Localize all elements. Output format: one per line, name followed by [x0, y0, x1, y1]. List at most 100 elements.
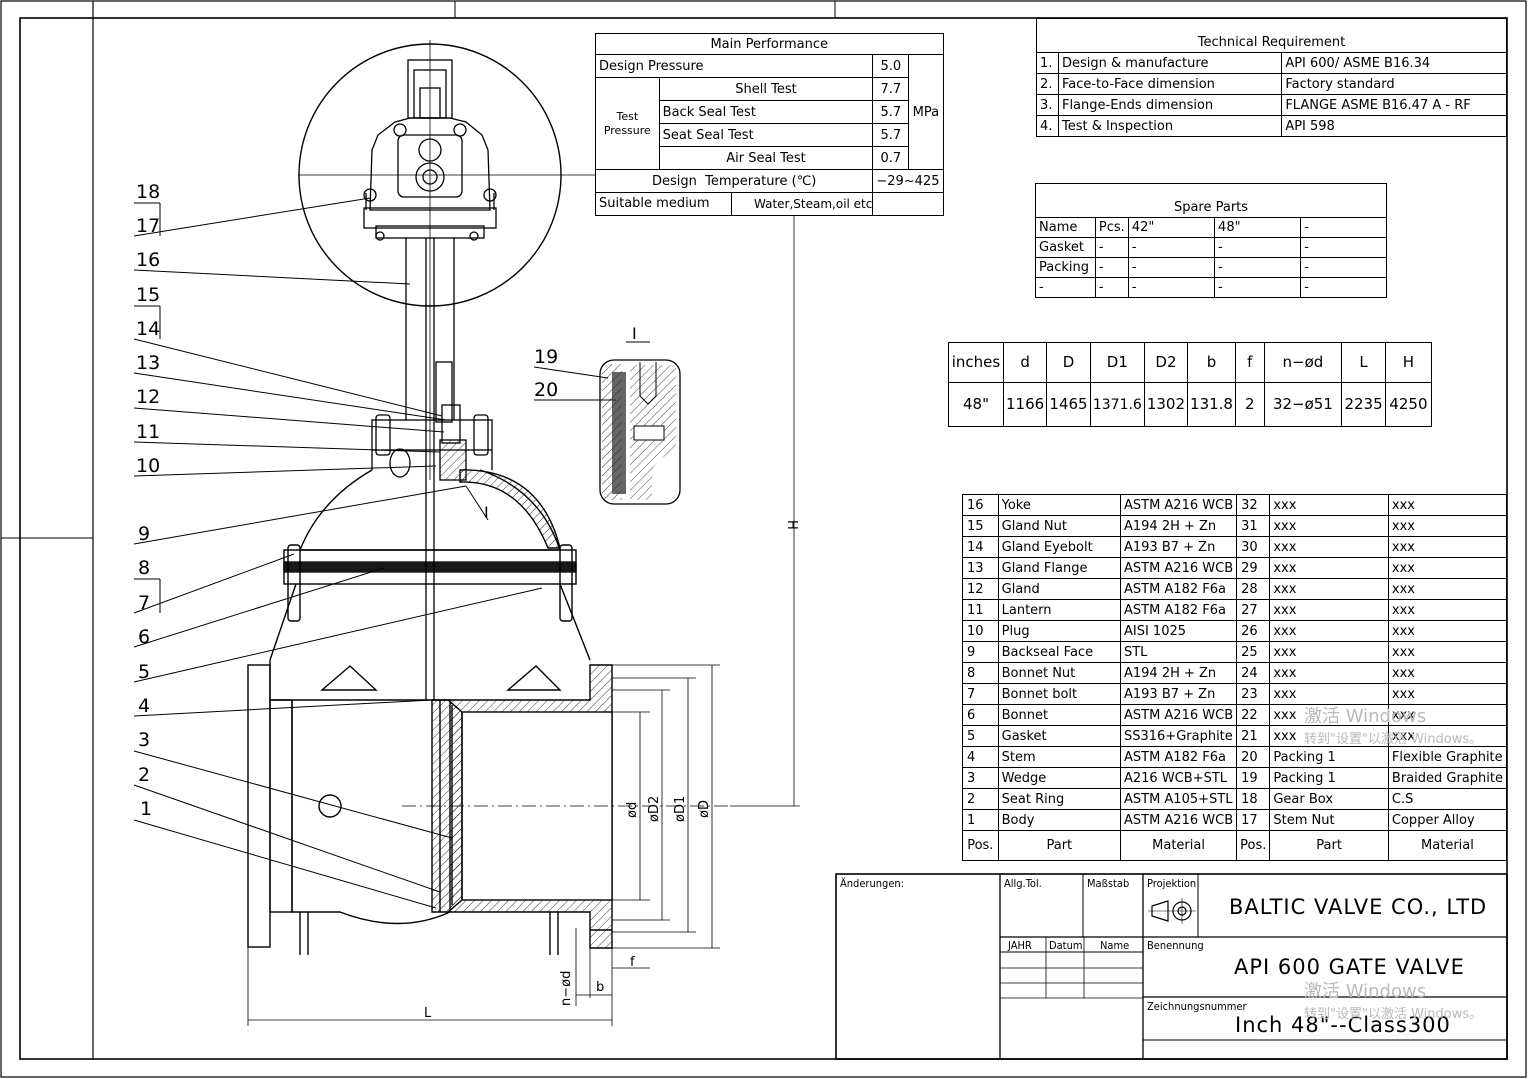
parts-cell-material: ASTM A216 WCB: [1119, 809, 1238, 831]
parts-cell-material: ASTM A182 F6a: [1119, 599, 1238, 621]
back-seal-test-label: Back Seal Test: [658, 100, 874, 124]
parts-cell-pos-2: 27: [1236, 599, 1271, 621]
projection-label: Projektion: [1147, 877, 1197, 890]
parts-cell-pos-2: 24: [1236, 662, 1271, 684]
table-row: Packing----: [1035, 257, 1387, 278]
parts-cell-material: SS316+Graphite: [1119, 725, 1238, 747]
dimension-labels: H L ød øD2 øD1 øD f b n−ød: [424, 520, 799, 1021]
dim-header-D2: D2: [1143, 342, 1189, 383]
dim-header-f: f: [1234, 342, 1265, 383]
balloon-leaders: [133, 197, 616, 909]
section-mark: I: [484, 503, 489, 522]
drawing-number-label: Zeichnungsnummer: [1147, 1000, 1247, 1013]
parts-cell-pos-2: 30: [1236, 536, 1271, 558]
spare-cell: -: [1300, 237, 1387, 258]
name-label: Name: [1100, 939, 1130, 952]
design-temperature-label-1: Design: [651, 173, 697, 189]
dim-header-inches: inches: [948, 342, 1004, 383]
parts-cell-material-2: xxx: [1387, 536, 1508, 558]
parts-cell-part-2: xxx: [1269, 662, 1389, 684]
balloon-14: 14: [136, 318, 160, 340]
parts-cell-part-2: xxx: [1269, 578, 1389, 600]
spare-parts-title: Spare Parts: [1035, 183, 1387, 218]
tech-req-value: Factory standard: [1281, 73, 1507, 95]
parts-cell-pos-2: 21: [1236, 725, 1271, 747]
parts-footer-pos-2: Pos.: [1236, 830, 1271, 861]
spare-cell: -: [1214, 277, 1302, 298]
parts-cell-material: STL: [1119, 641, 1238, 663]
balloon-12: 12: [136, 386, 160, 408]
dim-label-H: H: [784, 520, 799, 530]
parts-cell-material: ASTM A216 WCB: [1119, 704, 1238, 726]
spare-cell: -: [1214, 257, 1302, 278]
parts-cell-pos: 11: [962, 599, 999, 621]
parts-cell-pos-2: 20: [1236, 746, 1271, 768]
balloon-4: 4: [138, 695, 150, 717]
handwheel: [298, 40, 600, 480]
parts-footer-material: Material: [1119, 830, 1238, 861]
parts-cell-pos-2: 17: [1236, 809, 1271, 831]
parts-cell-pos: 8: [962, 662, 999, 684]
spare-header-48: 48": [1214, 217, 1302, 238]
title-block: [835, 873, 1508, 1060]
tech-req-item: Test & Inspection: [1057, 115, 1283, 137]
tech-req-item: Flange-Ends dimension: [1057, 94, 1283, 116]
dim-header-L: L: [1341, 342, 1386, 383]
drawing-number: Inch 48"--Class300: [1235, 1013, 1451, 1037]
watermark-line2-a: 转到"设置"以激活 Windows。: [1304, 732, 1483, 747]
spare-cell: -: [1300, 257, 1387, 278]
parts-cell-part-2: xxx: [1269, 515, 1389, 537]
tech-req-no: 4.: [1036, 115, 1059, 137]
dim-label-L: L: [424, 1006, 432, 1021]
dim-header-nd: n−ød: [1263, 342, 1343, 383]
parts-cell-material: A194 2H + Zn: [1119, 662, 1238, 684]
dim-label-d: ød: [625, 802, 640, 818]
parts-cell-pos-2: 29: [1236, 557, 1271, 579]
parts-cell-pos: 1: [962, 809, 999, 831]
parts-cell-pos: 5: [962, 725, 999, 747]
projection-symbol-icon: [1148, 898, 1196, 924]
suitable-medium-value: Water,Steam,oil etc: [754, 197, 873, 211]
dimension-lines: [247, 174, 800, 1026]
dim-value-nd: 32−ø51: [1263, 382, 1343, 427]
parts-cell-part: Body: [997, 809, 1121, 831]
parts-cell-part: Gland Nut: [997, 515, 1121, 537]
changes-label: Änderungen:: [840, 877, 905, 890]
scale-label: Maßstab: [1087, 877, 1130, 890]
spare-header-extra: -: [1300, 217, 1387, 238]
parts-cell-part: Lantern: [997, 599, 1121, 621]
dim-header-D1: D1: [1089, 342, 1145, 383]
tech-req-value: FLANGE ASME B16.47 A - RF: [1281, 94, 1507, 116]
spare-cell: -: [1094, 237, 1129, 258]
parts-cell-material-2: xxx: [1387, 515, 1508, 537]
spare-parts-table: Spare Parts Name Pcs. 42" 48" - Gasket--…: [1035, 183, 1387, 298]
parts-cell-pos: 4: [962, 746, 999, 768]
designation-label: Benennung: [1147, 939, 1204, 952]
parts-cell-part: Bonnet: [997, 704, 1121, 726]
parts-cell-material-2: xxx: [1387, 494, 1508, 516]
parts-cell-material-2: C.S: [1387, 788, 1508, 810]
spare-cell: -: [1094, 277, 1129, 298]
spare-cell: -: [1300, 277, 1387, 298]
watermark-line2-b: 转到"设置"以激活 Windows。: [1304, 1007, 1483, 1022]
table-row: -----: [1035, 277, 1387, 298]
parts-cell-material: A193 B7 + Zn: [1119, 683, 1238, 705]
balloon-8: 8: [138, 557, 150, 579]
dim-label-D1: øD1: [673, 796, 688, 822]
dimension-table: inches d D D1 D2 b f n−ød L H 48" 1166 1…: [948, 342, 1433, 427]
spare-header-name: Name: [1035, 217, 1096, 238]
dim-value-inches: 48": [948, 382, 1004, 427]
parts-cell-pos: 9: [962, 641, 999, 663]
balloon-1: 1: [140, 798, 152, 820]
spare-cell: -: [1127, 277, 1216, 298]
parts-cell-material: ASTM A182 F6a: [1119, 746, 1238, 768]
balloon-6: 6: [138, 626, 150, 648]
dim-header-b: b: [1187, 342, 1236, 383]
